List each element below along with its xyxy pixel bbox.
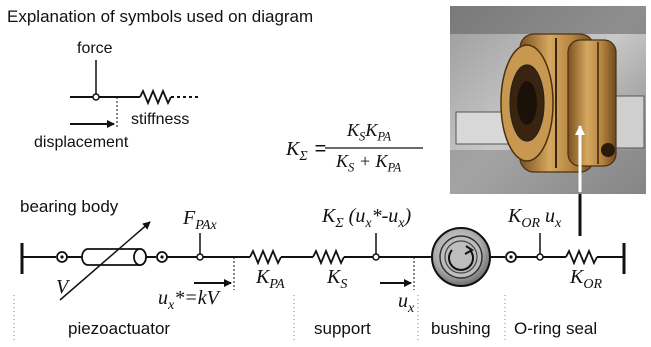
legend-title: Explanation of symbols used on diagram xyxy=(7,7,314,26)
legend-displacement-label: displacement xyxy=(34,134,129,151)
label-force-pax: FPAx xyxy=(183,207,217,233)
label-ux-star: ux*=kV xyxy=(158,287,219,313)
label-k-pa: KPA xyxy=(256,266,285,292)
label-voltage: V xyxy=(56,276,69,298)
label-ux: ux xyxy=(398,290,415,316)
formula-denominator: KS + KPA xyxy=(336,151,402,175)
formula-lhs: KΣ = xyxy=(286,138,327,164)
label-k-or: KOR xyxy=(570,266,603,292)
label-k-sigma-force: KΣ (ux*-ux) xyxy=(322,205,412,231)
section-dividers xyxy=(13,295,506,343)
label-bearing-body: bearing body xyxy=(20,197,119,216)
mechanical-chain xyxy=(20,193,626,301)
section-bushing: bushing xyxy=(431,319,491,338)
formula-numerator: KSKPA xyxy=(347,120,392,144)
legend-stiffness-label: stiffness xyxy=(131,111,190,128)
bushing-photo xyxy=(450,6,646,194)
label-k-s: KS xyxy=(327,266,348,292)
legend-force-label: force xyxy=(77,40,113,57)
section-support: support xyxy=(314,319,371,338)
label-k-or-force: KOR ux xyxy=(508,205,562,231)
legend-symbol xyxy=(70,60,200,128)
section-oring-seal: O-ring seal xyxy=(514,319,598,338)
section-piezoactuator: piezoactuator xyxy=(68,319,171,338)
